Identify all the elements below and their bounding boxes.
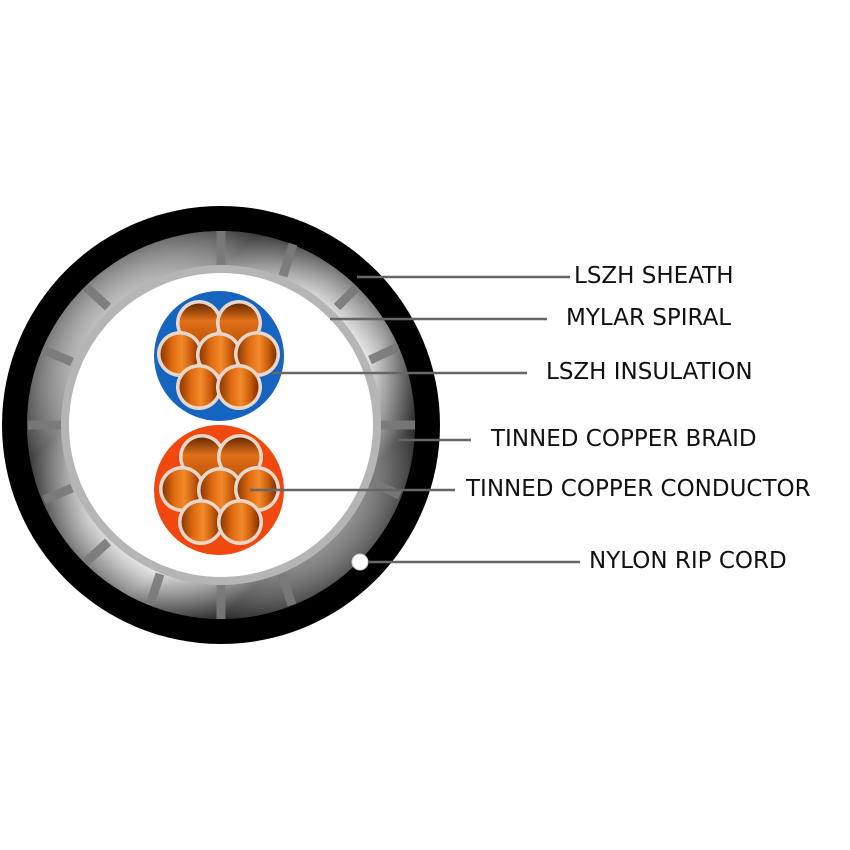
- conductor-blue: [154, 291, 284, 421]
- label-lszh-sheath: LSZH SHEATH: [574, 263, 734, 289]
- nylon-rip-cord-dot: [351, 553, 369, 571]
- label-mylar-spiral: MYLAR SPIRAL: [566, 305, 732, 331]
- conductor-orange: [154, 425, 284, 555]
- label-tinned-copper-conductor: TINNED COPPER CONDUCTOR: [466, 476, 811, 502]
- label-lszh-insulation: LSZH INSULATION: [546, 359, 753, 385]
- braid-segments: [28, 231, 415, 619]
- leader-lines: [250, 275, 580, 564]
- label-nylon-rip-cord: NYLON RIP CORD: [589, 548, 787, 574]
- label-tinned-copper-braid: TINNED COPPER BRAID: [491, 426, 757, 452]
